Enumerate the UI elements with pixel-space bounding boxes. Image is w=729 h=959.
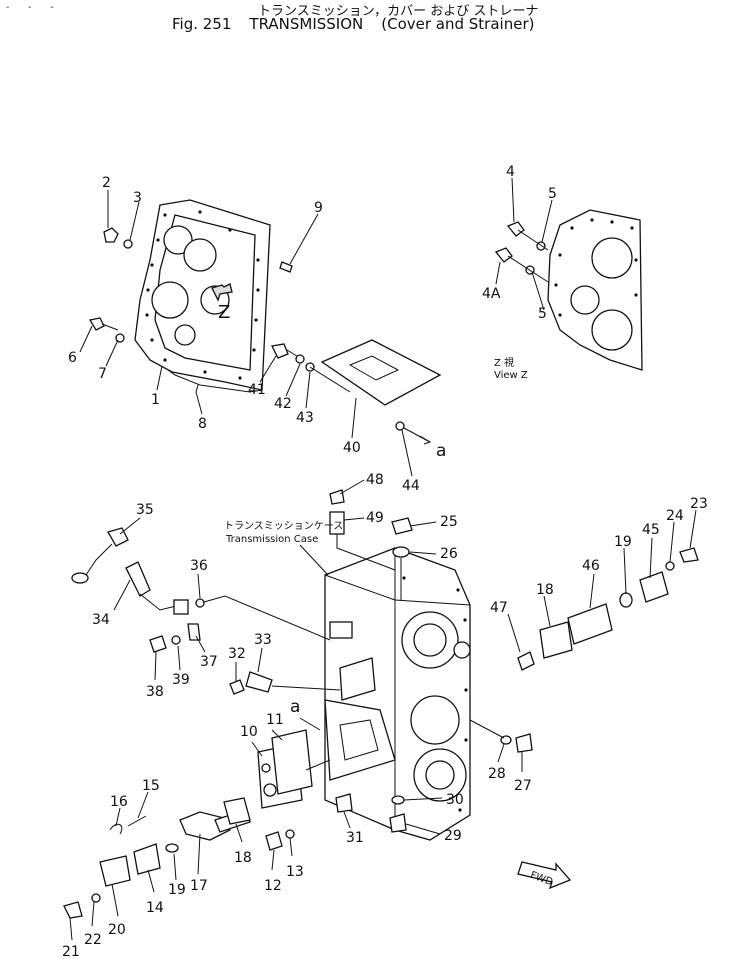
strainer-element-assembly (63, 797, 251, 919)
callout-22: 22 (84, 932, 102, 948)
callout-16: 16 (110, 794, 128, 810)
callout-39: 39 (172, 672, 190, 688)
figure-title: Fig. 251 TRANSMISSION (Cover and Strainer) (172, 15, 552, 33)
callout-9: 9 (314, 200, 323, 216)
breather-and-plug (329, 489, 413, 600)
drain-plug-assembly (335, 719, 533, 833)
callout-46: 46 (582, 558, 600, 574)
ref-a-top: a (436, 441, 446, 461)
callout-28: 28 (488, 766, 506, 782)
transmission-case (299, 544, 471, 841)
callout-25: 25 (440, 514, 458, 530)
callout-24: 24 (666, 508, 684, 524)
callout-19-left: 19 (168, 882, 186, 898)
callout-19-right: 19 (614, 534, 632, 550)
callout-21: 21 (62, 944, 80, 959)
callout-11: 11 (266, 712, 284, 728)
callout-35: 35 (136, 502, 154, 518)
title-japanese: トランスミッション，カバー および ストレーナ (258, 4, 539, 19)
callout-43: 43 (296, 410, 314, 426)
callout-12: 12 (264, 878, 282, 894)
callout-33: 33 (254, 632, 272, 648)
callout-45: 45 (642, 522, 660, 538)
callout-5-top: 5 (548, 186, 557, 202)
view-z-jp: Z 視 (494, 356, 514, 369)
strainer-plate-assembly (271, 339, 442, 445)
level-gauge-assembly (71, 527, 331, 653)
callout-32: 32 (228, 646, 246, 662)
ref-a-mid: a (290, 697, 300, 717)
callout-38: 38 (146, 684, 164, 700)
callout-29: 29 (444, 828, 462, 844)
callout-2: 2 (102, 175, 111, 191)
cover-bolts (88, 227, 133, 343)
callout-37: 37 (200, 654, 218, 670)
callout-42: 42 (274, 396, 292, 412)
cover-assembly: Z (134, 199, 293, 393)
callout-10: 10 (240, 724, 258, 740)
callout-41: 41 (248, 382, 266, 398)
callout-36: 36 (190, 558, 208, 574)
view-z-label: View Z (494, 370, 528, 381)
callout-4a: 4A (482, 286, 501, 302)
view-arrow-label: Z (218, 302, 230, 323)
callout-18-left: 18 (234, 850, 252, 866)
callout-34: 34 (92, 612, 110, 628)
callout-20: 20 (108, 922, 126, 938)
corner-mark: - - - (6, 2, 62, 13)
suction-pipe-assembly (517, 547, 699, 671)
callout-31: 31 (346, 830, 364, 846)
callout-8: 8 (198, 416, 207, 432)
callout-5-bottom: 5 (538, 306, 547, 322)
callout-26: 26 (440, 546, 458, 562)
callout-14: 14 (146, 900, 164, 916)
callout-leaders (69, 177, 697, 941)
figure-subtitle: (Cover and Strainer) (381, 15, 535, 33)
callout-3: 3 (133, 190, 142, 206)
callout-44: 44 (402, 478, 420, 494)
forward-arrow: FWD (517, 861, 572, 890)
callout-49: 49 (366, 510, 384, 526)
callout-47: 47 (490, 600, 508, 616)
strainer-cover-assembly (257, 729, 331, 851)
callout-18-right: 18 (536, 582, 554, 598)
callout-13: 13 (286, 864, 304, 880)
callout-40: 40 (343, 440, 361, 456)
case-label-en: Transmission Case (225, 534, 318, 545)
callout-30: 30 (446, 792, 464, 808)
callout-23: 23 (690, 496, 708, 512)
figure-number: Fig. 251 (172, 15, 232, 33)
callout-6: 6 (68, 350, 77, 366)
callout-numbers: 2 3 9 4 5 4A 5 6 7 1 8 41 42 43 40 44 48… (62, 164, 708, 959)
view-z-detail (494, 209, 643, 371)
callout-27: 27 (514, 778, 532, 794)
case-label-jp: トランスミッションケース (224, 520, 343, 532)
callout-48: 48 (366, 472, 384, 488)
small-cover-plate (229, 671, 341, 695)
callout-17: 17 (190, 878, 208, 894)
callout-4: 4 (506, 164, 515, 180)
callout-1: 1 (151, 392, 160, 408)
callout-15: 15 (142, 778, 160, 794)
figure-title-main: TRANSMISSION (249, 15, 364, 33)
callout-7: 7 (98, 366, 107, 382)
